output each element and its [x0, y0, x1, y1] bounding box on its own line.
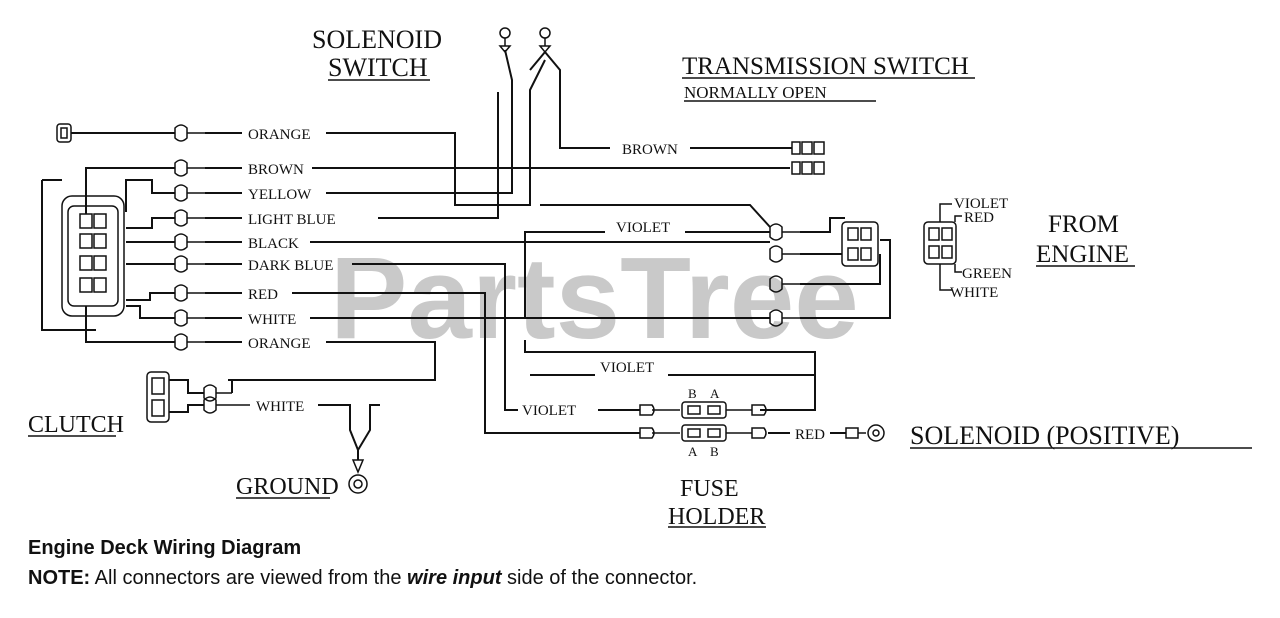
outer-loop-wire [41, 180, 96, 331]
wire-label-white: WHITE [248, 312, 296, 328]
solenoid-switch-label-line1: SOLENOID [312, 25, 442, 54]
note-text-2: side of the connector. [501, 567, 698, 589]
diagram-caption-note: NOTE: All connectors are viewed from the… [28, 567, 697, 590]
white-wire-left [126, 305, 175, 319]
engine-wire-violet: VIOLET [954, 196, 1008, 212]
lightblue-wire-left [126, 217, 175, 229]
orange-plug [56, 123, 72, 143]
note-emphasis: wire input [407, 567, 502, 589]
wire-label-orange-bottom: ORANGE [248, 336, 311, 352]
from-engine-connector [923, 203, 962, 291]
engine-lead-1 [800, 217, 845, 233]
solenoid-positive-label: SOLENOID (POSITIVE) [910, 421, 1179, 450]
lightblue-wire [378, 92, 499, 219]
fuse-mark-top-b: B [688, 386, 697, 401]
fuse-mark-bottom-a: A [688, 444, 698, 459]
violet-middle-wire [524, 340, 816, 411]
clutch-label: CLUTCH [28, 412, 124, 438]
orange-bottom-wire-left [85, 306, 175, 343]
violet-to-engine-1 [540, 204, 771, 228]
clutch-connector [146, 371, 170, 423]
ground-wire [357, 404, 380, 451]
wire-label-clutch-white: WHITE [256, 399, 304, 415]
wire-label-violet-lower: VIOLET [522, 403, 576, 419]
note-text-1: All connectors are viewed from the [90, 567, 408, 589]
clutch-wires [169, 379, 204, 413]
red-wire [292, 292, 640, 434]
wire-label-dark-blue: DARK BLUE [248, 258, 333, 274]
diagram-caption-title: Engine Deck Wiring Diagram [28, 537, 302, 559]
engine-wire-red: RED [964, 210, 994, 226]
wire-label-violet-upper: VIOLET [616, 220, 670, 236]
fuse-mark-bottom-b: B [710, 444, 719, 459]
watermark: PartsTree [330, 233, 859, 363]
from-engine-label-line2: ENGINE [1036, 241, 1129, 268]
normally-open-label: NORMALLY OPEN [684, 83, 827, 102]
solenoid-switch-label-line2: SWITCH [328, 53, 428, 82]
engine-inline-connectors [769, 223, 800, 327]
transmission-switch-plugs [791, 141, 825, 175]
fuse-mark-top-a: A [710, 386, 720, 401]
solenoid-switch-terminals [498, 27, 552, 54]
fuse-holder [639, 401, 767, 442]
darkblue-wire [352, 263, 518, 411]
ground-terminal [348, 459, 368, 494]
solenoid-split [529, 51, 546, 71]
brown-wire-left [85, 167, 175, 214]
engine-lead-3 [800, 254, 881, 285]
engine-wire-white: WHITE [950, 285, 998, 301]
wire-label-fuse-red: RED [795, 427, 825, 443]
harness-engine-connector [841, 221, 879, 267]
wire-label-black: BLACK [248, 236, 299, 252]
main-harness-connector [61, 195, 125, 317]
note-prefix: NOTE: [28, 567, 91, 589]
clutch-white-wire [318, 404, 359, 460]
violet-upper-wire-left [524, 231, 605, 318]
clutch-inline-2 [203, 396, 250, 414]
orange-top-wire [326, 59, 546, 206]
ground-label: GROUND [236, 474, 339, 500]
transmission-brown-wire-a [544, 51, 610, 149]
orange-bottom-wire [228, 341, 436, 381]
inline-connectors [174, 124, 205, 351]
from-engine-label-line1: FROM [1048, 211, 1119, 238]
yellow-wire-left [125, 179, 175, 212]
yellow-wire [326, 49, 513, 194]
transmission-switch-label: TRANSMISSION SWITCH [682, 53, 969, 80]
wire-label-red: RED [248, 287, 278, 303]
fuse-holder-label-line2: HOLDER [668, 504, 765, 530]
wire-label-brown: BROWN [248, 162, 304, 178]
engine-wire-green: GREEN [962, 266, 1012, 282]
fuse-holder-label-line1: FUSE [680, 476, 739, 502]
wiring-diagram: PartsTree SOLENOID SWITCH TRANSMISSION S… [28, 25, 1252, 530]
clutch-inline-1 [203, 384, 232, 402]
wire-label-yellow: YELLOW [248, 187, 312, 203]
solenoid-positive-terminal [845, 424, 885, 442]
red-wire-left [126, 292, 175, 301]
wire-label-transmission-brown: BROWN [622, 142, 678, 158]
engine-lead-4 [800, 239, 891, 319]
wire-label-violet-middle: VIOLET [600, 360, 654, 376]
wire-label-light-blue: LIGHT BLUE [248, 212, 336, 228]
wire-label-orange-top: ORANGE [248, 127, 311, 143]
